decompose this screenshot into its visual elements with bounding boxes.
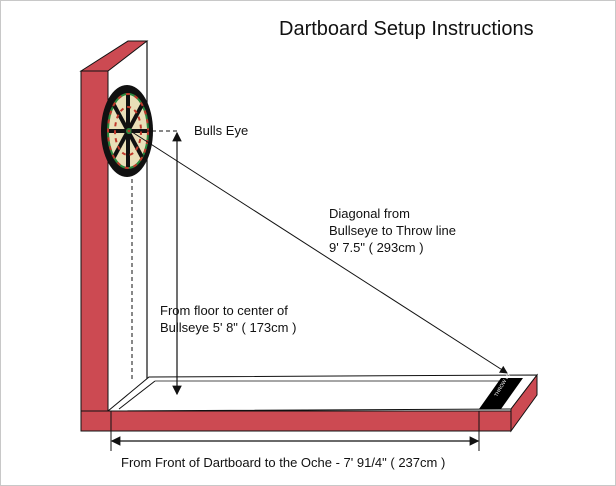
dartboard — [101, 85, 153, 177]
diagonal-label-line3: 9' 7.5" ( 293cm ) — [329, 240, 424, 255]
distance-label: From Front of Dartboard to the Oche - 7'… — [121, 455, 446, 470]
diagonal-arrow — [131, 131, 508, 374]
height-label-line1: From floor to center of — [160, 303, 288, 318]
bulls-eye-label: Bulls Eye — [194, 123, 249, 138]
floor — [80, 373, 539, 433]
diagonal-label-line1: Diagonal from — [329, 206, 410, 221]
diagram-title: Dartboard Setup Instructions — [279, 18, 534, 40]
height-label-line2: Bullseye 5' 8" ( 173cm ) — [160, 320, 297, 335]
diagonal-label-line2: Bullseye to Throw line — [329, 223, 456, 238]
